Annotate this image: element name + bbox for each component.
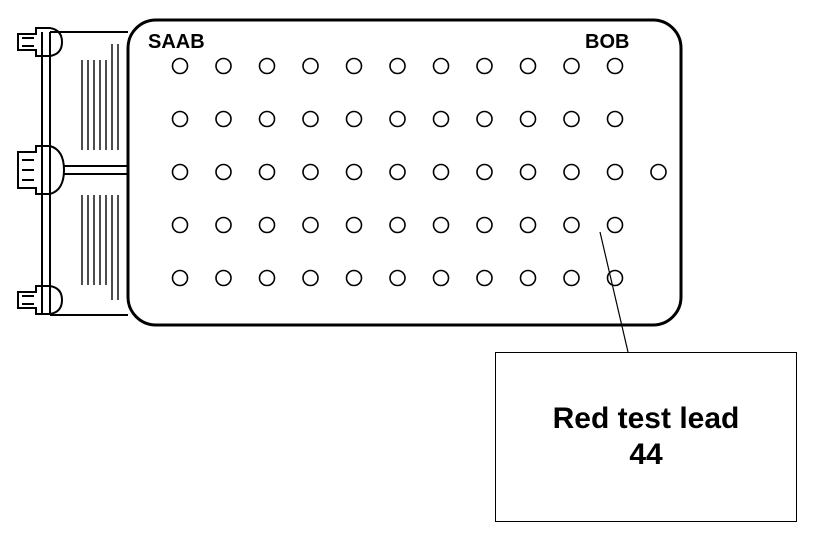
callout-box: Red test lead 44	[495, 352, 797, 522]
pin-r3-c9	[519, 163, 537, 181]
pin-r3-c6	[389, 163, 406, 181]
bottom-clip	[17, 285, 64, 315]
pin-r1-c6	[389, 57, 406, 75]
top-clip	[17, 27, 64, 57]
pin-r2-c2	[215, 110, 232, 128]
pin-r3-c1	[171, 163, 189, 181]
pin-r3-c8	[476, 163, 493, 181]
pin-r3-c5	[345, 163, 363, 181]
pin-r2-c1	[171, 110, 189, 128]
pin-r3-c11	[606, 163, 624, 181]
connector-harness	[17, 27, 128, 316]
brand-label: SAAB	[148, 31, 205, 53]
pin-r1-c8	[476, 57, 493, 75]
pin-r5-c8	[476, 269, 493, 287]
pin-r5-c4	[302, 269, 319, 287]
pin-r2-c11	[606, 110, 624, 128]
pin-r3-c4	[302, 163, 319, 181]
pin-r2-c3	[258, 110, 276, 128]
pin-r3-c3	[258, 163, 276, 181]
pin-r2-c7	[432, 110, 450, 128]
pin-r4-c2	[215, 216, 232, 234]
ribbon-lower	[81, 195, 119, 300]
pin-r4-c1	[171, 216, 189, 234]
pin-r4-c11	[606, 216, 624, 234]
pin-r1-c1	[171, 57, 189, 75]
callout-text-line2: 44	[629, 438, 663, 471]
middle-clip	[17, 145, 66, 195]
pin-r3-c2	[215, 163, 232, 181]
pin-r4-c10	[563, 216, 580, 234]
pin-r2-c5	[345, 110, 363, 128]
top-clip-detail	[22, 37, 34, 47]
pin-r1-c11	[606, 57, 624, 75]
pin-r2-c9	[519, 110, 537, 128]
pin-r4-c6	[389, 216, 406, 234]
ribbon-upper	[81, 44, 119, 150]
pin-r5-c9	[519, 269, 537, 287]
pin-r1-c3	[258, 57, 276, 75]
pin-r2-c8	[476, 110, 493, 128]
pin-r1-c5	[345, 57, 363, 75]
pin-r4-c5	[345, 216, 363, 234]
pin-r5-c5	[345, 269, 363, 287]
pin-r5-c6	[389, 269, 406, 287]
pin-r4-c4	[302, 216, 319, 234]
pin-r5-c2	[215, 269, 232, 287]
pin-r2-c4	[302, 110, 319, 128]
pin-r5-c7	[432, 269, 450, 287]
pin-r1-c4	[302, 57, 319, 75]
pin-r2-c10	[563, 110, 580, 128]
bottom-clip-detail	[22, 295, 34, 305]
callout-text-line1: Red test lead	[552, 402, 740, 435]
pin-r4-c7	[432, 216, 450, 234]
pin-r4-c9	[519, 216, 537, 234]
pin-r1-c9	[519, 57, 537, 75]
pin-r5-c1	[171, 269, 189, 287]
pin-r1-c10	[563, 57, 580, 75]
pin-r4-c3	[258, 216, 276, 234]
pin-r3-c12	[650, 163, 667, 181]
pin-r5-c3	[258, 269, 276, 287]
pin-r3-c7	[432, 163, 450, 181]
middle-clip-detail	[22, 159, 34, 181]
model-label: BOB	[585, 31, 629, 53]
pin-r3-c10	[563, 163, 580, 181]
pin-r1-c2	[215, 57, 232, 75]
pin-r2-c6	[389, 110, 406, 128]
pin-r5-c10	[563, 269, 580, 287]
pin-r1-c7	[432, 57, 450, 75]
pin-grid	[171, 57, 667, 287]
callout-leader-line	[599, 231, 629, 353]
pin-r4-c8	[476, 216, 493, 234]
